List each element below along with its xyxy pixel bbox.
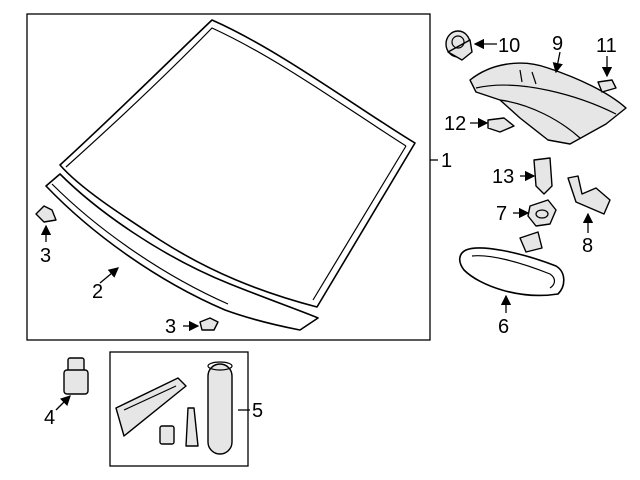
clip-icon (199, 317, 219, 331)
rearview-mirror (458, 231, 565, 297)
urethane-kit-frame (109, 351, 249, 467)
leader-arrow (99, 267, 119, 284)
mirror-housing-cover (469, 62, 627, 145)
callout-4: 4 (44, 407, 55, 429)
callout-7: 7 (496, 203, 507, 225)
urethane-kit (115, 361, 233, 455)
callout-10: 10 (498, 35, 520, 57)
callout-5: 5 (252, 400, 263, 422)
windshield-molding (45, 173, 319, 331)
clip-icon (597, 79, 617, 93)
callout-3-bottom: 3 (165, 316, 176, 338)
callout-8: 8 (582, 235, 593, 257)
windshield-glass (59, 19, 416, 308)
bracket-icon (487, 117, 515, 133)
adhesive-bottle (63, 357, 89, 395)
mirror-mount (527, 199, 557, 227)
cover-bracket (567, 175, 611, 215)
callout-6: 6 (498, 316, 509, 338)
clip-icon (35, 205, 57, 223)
callout-13: 13 (492, 166, 514, 188)
callout-9: 9 (552, 33, 563, 55)
bracket-icon (533, 157, 553, 195)
callout-3-left: 3 (40, 245, 51, 267)
windshield-group-frame (26, 13, 431, 341)
callout-11: 11 (596, 35, 617, 57)
leader-arrow (552, 51, 563, 74)
callout-2: 2 (92, 281, 103, 303)
callout-1: 1 (441, 150, 452, 172)
leader-arrow (55, 395, 71, 411)
callout-12: 12 (444, 113, 466, 135)
rain-sensor (445, 30, 473, 61)
